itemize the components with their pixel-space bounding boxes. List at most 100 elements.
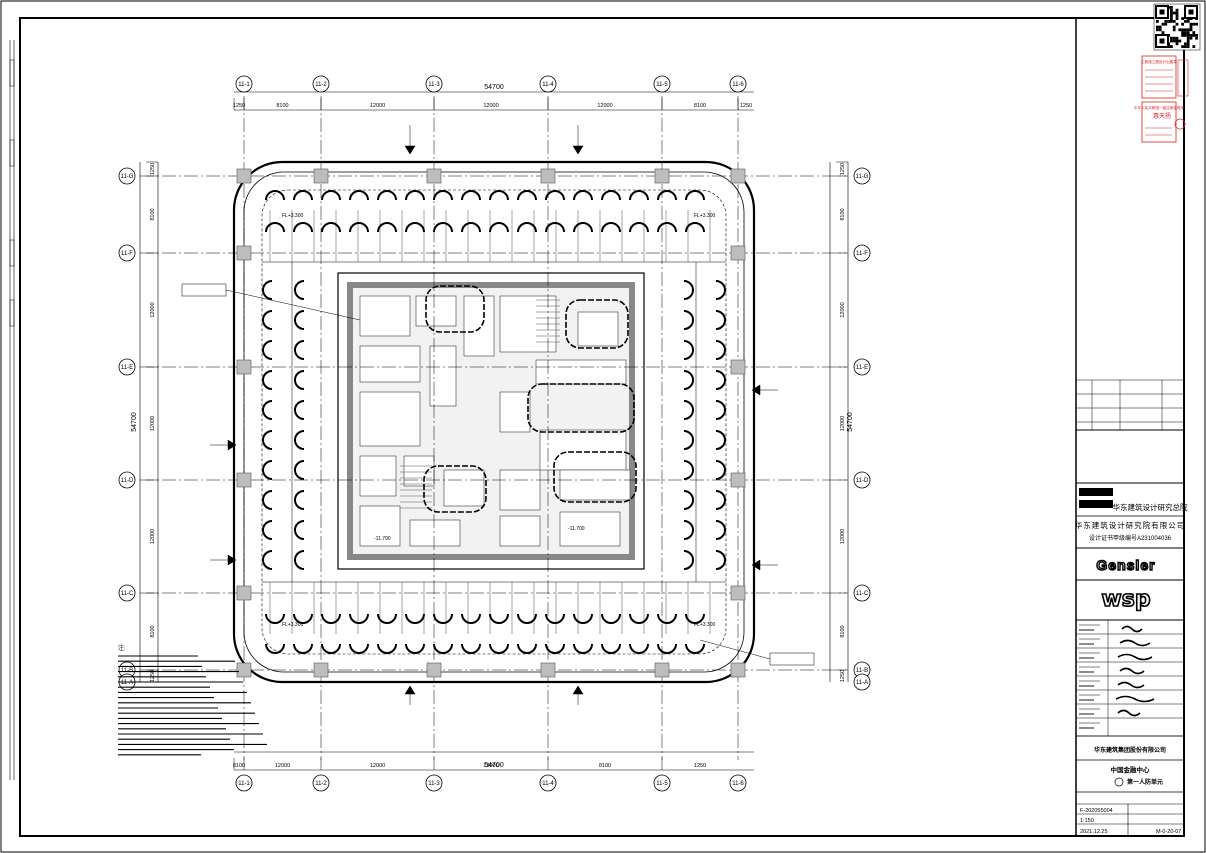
- overall-dimension-right: 54700: [847, 412, 854, 432]
- floor-plan: 54700 1250 8100 12000 12000 12000 8100 1250 54…: [118, 75, 871, 792]
- institute-name: 华东建筑设计研究总院: [1113, 502, 1188, 512]
- stamp-chinese: 中华人民共和国一级注册建筑师: [1134, 105, 1185, 110]
- grid-bubble-label: 11-C: [121, 591, 134, 597]
- grid-bubble-label: 11-F: [856, 251, 868, 257]
- structural-columns: [236, 168, 746, 678]
- client-name: 华东建筑集团股份有限公司: [1094, 746, 1166, 754]
- span-dimension: 1250: [740, 103, 752, 109]
- grid-bubble-label: 11-6: [732, 781, 744, 787]
- level-mark: -11.700: [374, 536, 391, 542]
- left-dimensions: 54700 1250 8100 12000 12000 12000 8100 1250: [131, 161, 159, 682]
- scale: 1:150: [1080, 818, 1094, 824]
- design-stamp: 工程施工图设计出图章 中华人民共和国一级注册建筑师 惠天扬: [1134, 55, 1189, 143]
- grid-bubble-label: 11-A: [121, 680, 133, 686]
- grid-bubble-label: 11-4: [542, 82, 554, 88]
- span-dimension: 12000: [150, 302, 156, 317]
- elevation-label: FL+3.300: [694, 213, 715, 219]
- span-dimension: 12000: [483, 103, 498, 109]
- span-dimension: 1250: [694, 763, 706, 769]
- inner-frame: [19, 17, 1185, 837]
- stamp-name: 惠天扬: [1153, 112, 1171, 120]
- span-dimension: 8100: [840, 625, 846, 637]
- grid-bubble-label: 11-2: [315, 781, 327, 787]
- span-dimension: 8100: [233, 763, 245, 769]
- core-rooms: [359, 295, 631, 547]
- grid-bubbles-right: 11-G 11-F 11-E 11-D 11-C 11-B 11-A: [853, 167, 871, 691]
- drawing-title: 第一人防单元: [1126, 778, 1163, 786]
- grid-bubble-label: 11-1: [238, 82, 250, 88]
- grid-bubble-label: 11-E: [121, 365, 133, 371]
- overall-dimension-top: 54700: [484, 84, 504, 91]
- elevation-label: FL+3.300: [282, 213, 303, 219]
- span-dimension: 12000: [840, 302, 846, 317]
- drawing-number-circle: [1114, 777, 1124, 787]
- issue-date: 2021.12.25: [1080, 829, 1108, 835]
- span-dimension: 8100: [599, 763, 611, 769]
- grid-bubble-label: 11-1: [238, 781, 250, 787]
- grid-bubble-label: 11-5: [656, 82, 668, 88]
- overall-dimension-bottom: 54700: [484, 762, 504, 769]
- level-mark: -11.700: [568, 526, 585, 532]
- grid-bubble-label: 11-G: [856, 174, 869, 180]
- stamp-title: 工程施工图设计出图章: [1141, 59, 1177, 64]
- title-block: 工程施工图设计出图章 中华人民共和国一级注册建筑师 惠天扬: [1075, 3, 1201, 836]
- overall-dimension-left: 54700: [131, 412, 138, 432]
- gensler-logo: Gensler: [1096, 557, 1155, 573]
- span-dimension: 8100: [150, 208, 156, 220]
- span-dimension: 1250: [150, 670, 156, 682]
- span-dimension: 12000: [150, 416, 156, 431]
- grid-lines: [140, 96, 846, 760]
- building-envelope: [232, 160, 756, 684]
- grid-bubble-label: 11-G: [121, 174, 134, 180]
- grid-bubble-label: 11-E: [856, 365, 868, 371]
- span-dimension: 1250: [150, 163, 156, 175]
- bottom-dimensions: 54700 8100 12000 12000 12000 8100 1250: [233, 751, 754, 771]
- wsp-logo: wsp: [1101, 587, 1150, 612]
- building-core: [337, 272, 645, 570]
- span-dimension: 1250: [840, 670, 846, 682]
- span-dimension: 8100: [276, 103, 288, 109]
- grid-bubble-label: 11-D: [856, 478, 869, 484]
- institute-logo: [1079, 488, 1113, 496]
- sheet-code: M-0-20-07: [1156, 829, 1181, 835]
- span-dimension: 12000: [370, 763, 385, 769]
- elevation-label: FL+3.300: [694, 622, 715, 628]
- grid-bubbles-bottom: 11-1 11-2 11-3 11-4 11-5 11-6: [235, 774, 747, 792]
- span-dimension: 12000: [275, 763, 290, 769]
- revision-clouds: [423, 285, 637, 513]
- notes-text-lines: [118, 655, 267, 756]
- grid-bubble-label: 11-C: [856, 591, 869, 597]
- span-dimension: 8100: [840, 208, 846, 220]
- elevation-label: FL+3.300: [282, 622, 303, 628]
- span-dimension: 12000: [150, 529, 156, 544]
- grid-bubble-label: 11-F: [121, 251, 133, 257]
- leader-callouts: [181, 125, 815, 705]
- drawing-number: F-202055004: [1080, 808, 1113, 814]
- span-dimension: 12000: [597, 103, 612, 109]
- notes-title: 注:: [118, 644, 126, 652]
- span-dimension: 8100: [694, 103, 706, 109]
- grid-bubble-label: 11-5: [656, 781, 668, 787]
- span-dimension: 1250: [233, 103, 245, 109]
- span-dimension: 12000: [840, 529, 846, 544]
- seal-icon: [1174, 118, 1186, 130]
- qr-code: [1153, 3, 1201, 51]
- span-dimension: 1250: [840, 163, 846, 175]
- grid-bubbles-left: 11-G11-F11-E11-D11-C11-B11-A: [118, 167, 136, 691]
- span-dimension: 12000: [483, 763, 498, 769]
- grid-bubble-label: 11-3: [428, 82, 440, 88]
- grid-bubble-label: 11-B: [856, 668, 868, 674]
- grid-bubble-label: 11-3: [428, 781, 440, 787]
- grid-bubble-label: 11-4: [542, 781, 554, 787]
- binding-strip: [9, 40, 15, 780]
- span-dimension: 8100: [150, 625, 156, 637]
- grid-bubble-label: 11-2: [315, 82, 327, 88]
- grid-bubble-label: 11-A: [856, 680, 868, 686]
- grid-bubble-label: 11-D: [121, 478, 134, 484]
- certificate-line: 设计证书甲级编号A231004036: [1089, 534, 1172, 542]
- perimeter-fan-coil-units: [262, 190, 726, 654]
- revision-table: [1076, 379, 1184, 431]
